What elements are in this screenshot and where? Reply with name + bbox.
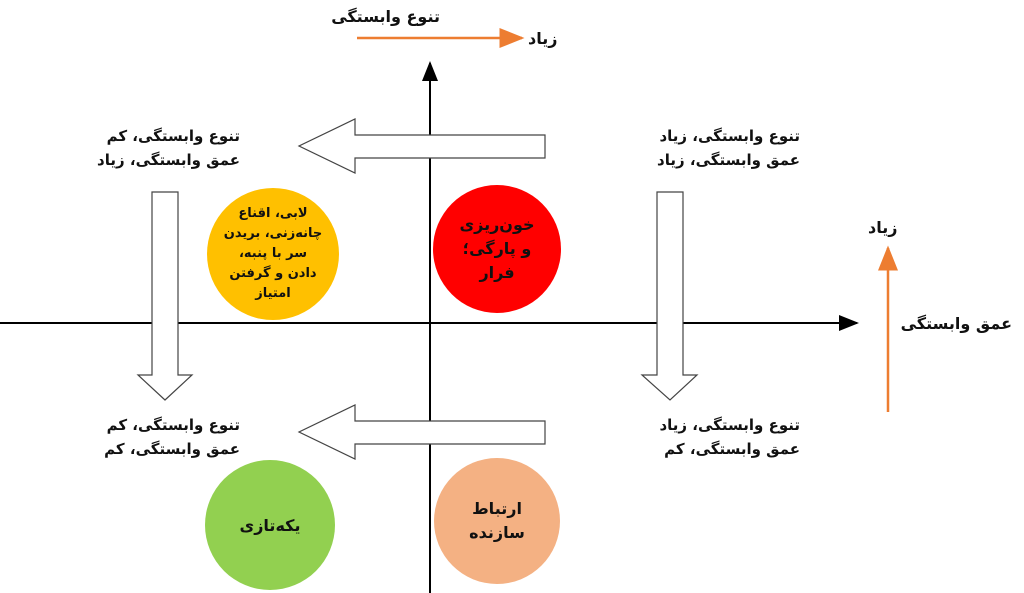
circle-constructive: ارتباط سازنده [434,458,560,584]
depth-text: عمق وابستگی، زیاد [657,151,800,169]
depth-text: عمق وابستگی، کم [104,440,240,458]
circle-text: لابی، اقناع چانه‌زنی، بریدن سر با پنبه، … [223,206,323,301]
block-arrow-down-left [136,191,194,401]
circle-bleeding: خون‌ریزی و پارگی؛ فرار [433,185,561,313]
diversity-text: تنوع وابستگی، کم [106,127,240,145]
quadrant-bottom-left-label: تنوع وابستگی، کم عمق وابستگی، کم [104,413,240,461]
circle-text: یکه‌تازی [239,515,301,535]
depth-text: عمق وابستگی، زیاد [97,151,240,169]
quadrant-top-left-label: تنوع وابستگی، کم عمق وابستگی، زیاد [97,124,240,172]
diversity-text: تنوع وابستگی، کم [106,416,240,434]
circle-unilateral: یکه‌تازی [205,460,335,590]
quadrant-top-right-label: تنوع وابستگی، زیاد عمق وابستگی، زیاد [657,124,800,172]
top-axis-direction: زیاد [528,29,558,48]
diversity-text: تنوع وابستگی، زیاد [659,127,800,145]
depth-text: عمق وابستگی، کم [664,440,800,458]
quadrant-bottom-right-label: تنوع وابستگی، زیاد عمق وابستگی، کم [659,413,800,461]
block-arrow-down-right [640,191,699,401]
right-axis-direction: زیاد [868,218,898,237]
block-arrow-top-left [297,118,546,174]
circle-text: خون‌ریزی و پارگی؛ فرار [459,215,535,282]
diversity-text: تنوع وابستگی، زیاد [659,416,800,434]
right-axis-label: عمق وابستگی [900,314,1012,333]
block-arrow-bottom-left [297,404,546,460]
top-axis-label: تنوع وابستگی [331,7,440,26]
circle-lobbying: لابی، اقناع چانه‌زنی، بریدن سر با پنبه، … [207,188,339,320]
circle-text: ارتباط سازنده [469,499,525,542]
